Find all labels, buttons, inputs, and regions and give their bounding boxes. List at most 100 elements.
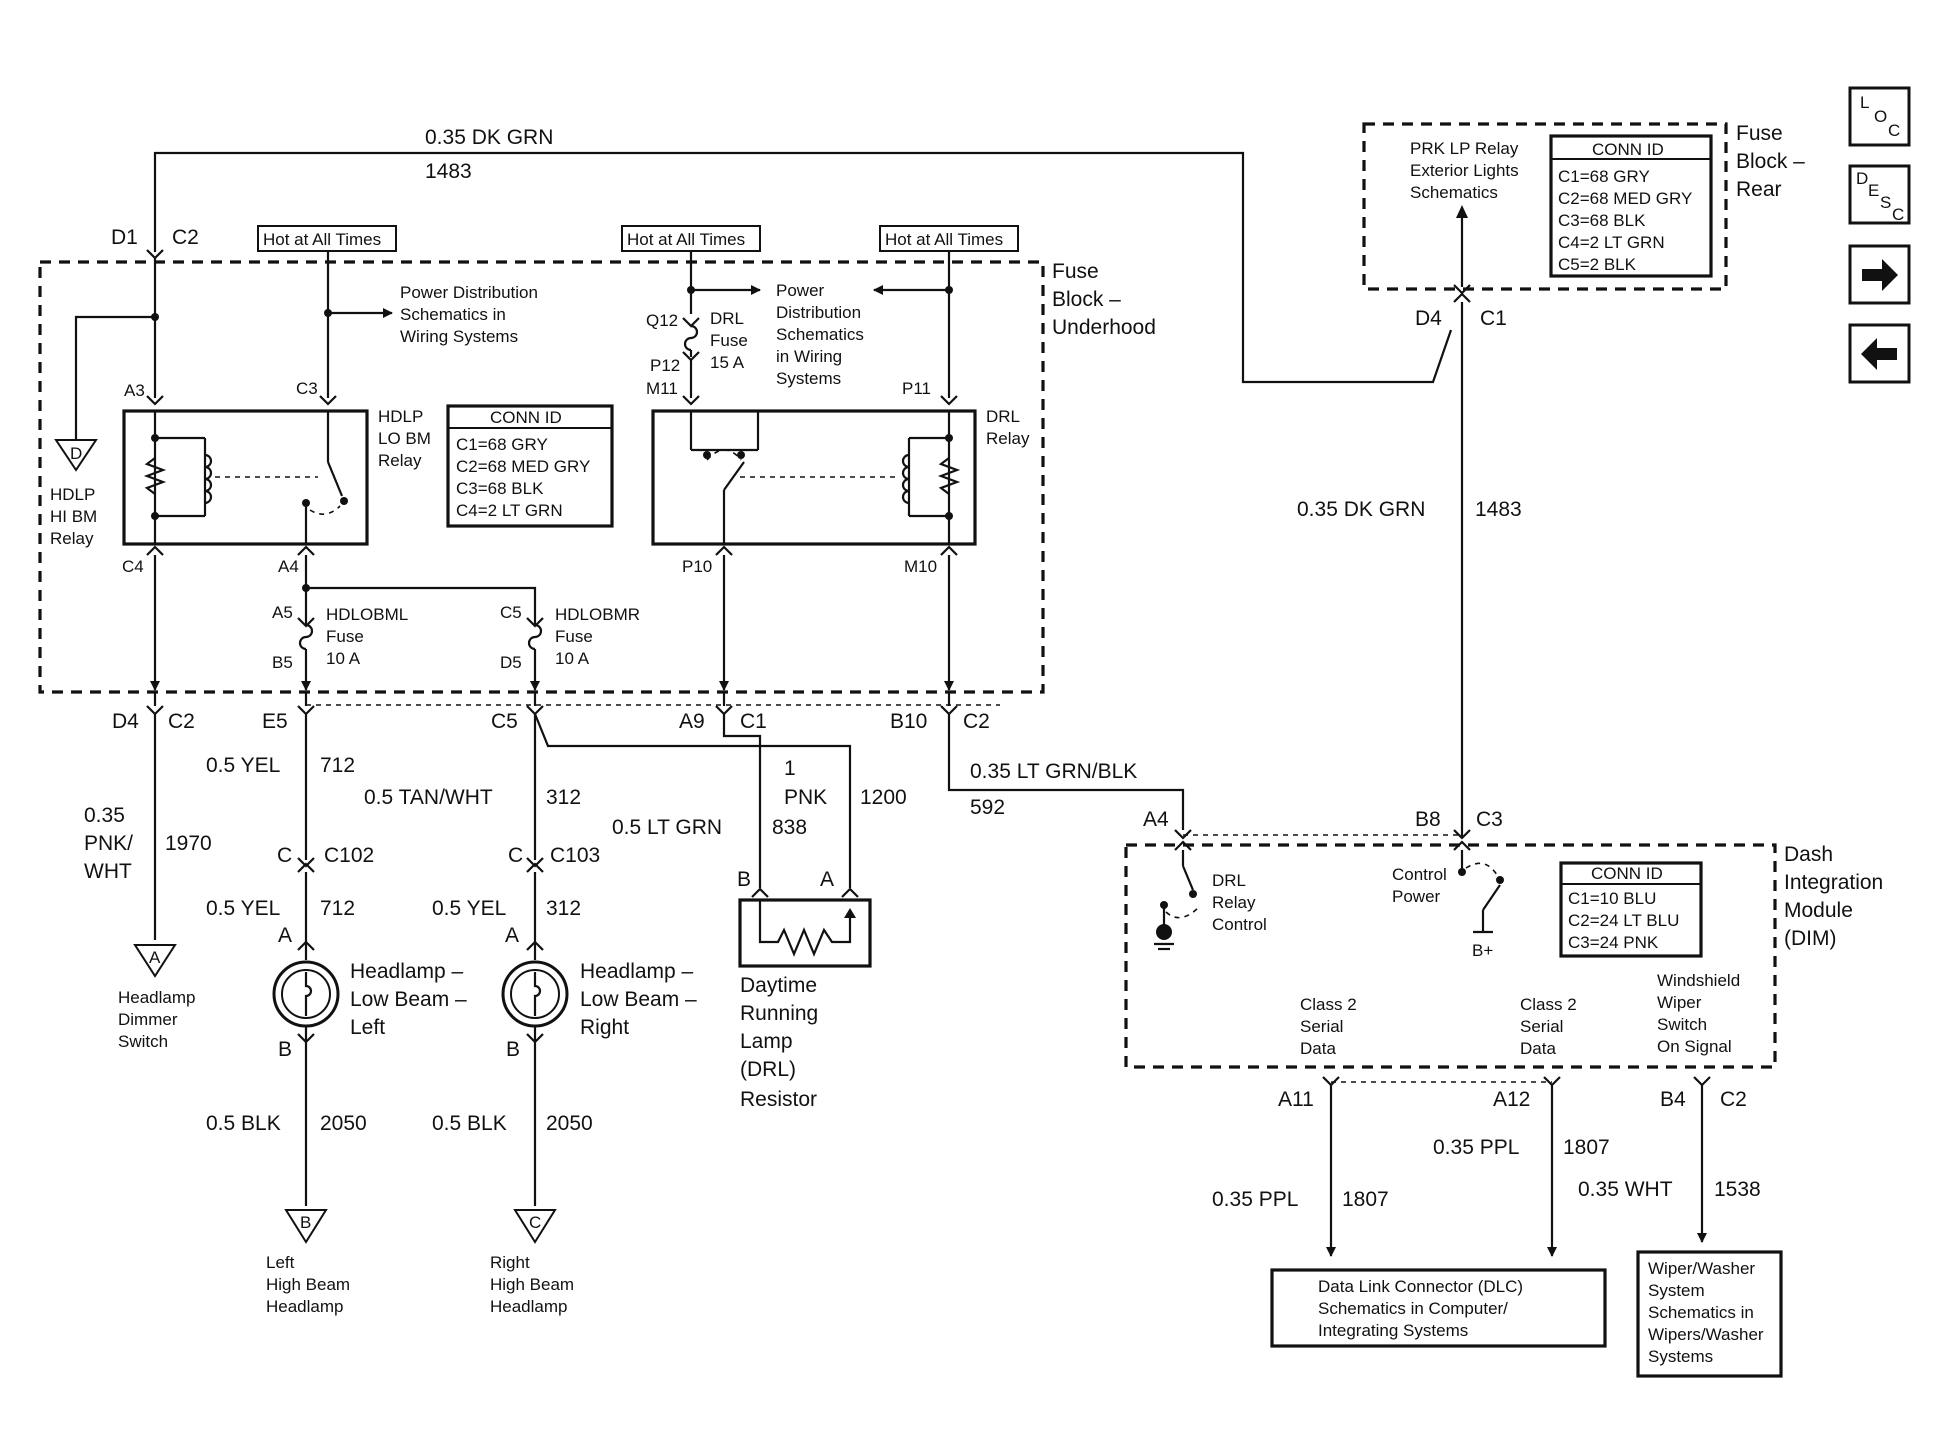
svg-text:B+: B+: [1472, 941, 1493, 960]
conn-b4: B4: [1660, 1088, 1686, 1111]
svg-text:Control: Control: [1212, 915, 1267, 934]
svg-text:Windshield: Windshield: [1657, 971, 1740, 990]
svg-text:Power: Power: [1392, 887, 1441, 906]
drl-relay-line1: DRL: [986, 407, 1020, 426]
svg-text:C4=2 LT GRN: C4=2 LT GRN: [456, 501, 563, 520]
hdlp-hi-line2: HI BM: [50, 507, 97, 526]
svg-text:0.5 LT GRN: 0.5 LT GRN: [612, 816, 722, 839]
svg-text:WHT: WHT: [84, 860, 132, 883]
fuse-r-line1: HDLOBMR: [555, 605, 640, 624]
svg-text:C3=68 BLK: C3=68 BLK: [1558, 211, 1646, 230]
svg-text:Switch: Switch: [118, 1032, 168, 1051]
fb-underhood-line2: Block –: [1052, 288, 1121, 311]
fuse-block-underhood: Fuse Block – Underhood: [38, 260, 1156, 694]
svg-text:DRL: DRL: [1212, 871, 1246, 890]
pin-c4: C4: [122, 557, 144, 576]
svg-text:Wiper/Washer: Wiper/Washer: [1648, 1259, 1755, 1278]
conn-d4-rear: D4: [1415, 307, 1442, 330]
drl-relay-line2: Relay: [986, 429, 1030, 448]
svg-text:Relay: Relay: [1212, 893, 1256, 912]
conn-b8: B8: [1415, 808, 1441, 831]
svg-text:0.35 LT GRN/BLK: 0.35 LT GRN/BLK: [970, 760, 1137, 783]
svg-text:Low Beam –: Low Beam –: [580, 988, 697, 1011]
svg-text:Headlamp –: Headlamp –: [580, 960, 694, 983]
arrow-right-icon: [1862, 259, 1898, 291]
conn-b10: B10: [890, 710, 927, 733]
svg-text:C4=2 LT GRN: C4=2 LT GRN: [1558, 233, 1665, 252]
svg-text:PNK: PNK: [784, 786, 827, 809]
svg-text:C1=68 GRY: C1=68 GRY: [1558, 167, 1650, 186]
conn-c1-b: C1: [740, 710, 767, 733]
conn-d4-a: D4: [112, 710, 139, 733]
hdlp-lo-line2: LO BM: [378, 429, 431, 448]
hdlp-lo-bm-section: D HDLP HI BM Relay A3 Power Distribution…: [50, 251, 640, 691]
svg-text:Schematics: Schematics: [1410, 183, 1498, 202]
pnk-wht-circuit: 0.35 PNK/ WHT 1970 A Headlamp Dimmer Swi…: [84, 714, 212, 1051]
svg-text:Switch: Switch: [1657, 1015, 1707, 1034]
lower-connectors: D4 C2 E5 C5 A9 C1 B10 C2: [112, 692, 1000, 733]
fuse-l-line3: 10 A: [326, 649, 361, 668]
hdlp-lo-line1: HDLP: [378, 407, 423, 426]
svg-text:A: A: [149, 948, 161, 967]
svg-text:Class 2: Class 2: [1520, 995, 1577, 1014]
next-button[interactable]: [1848, 244, 1911, 305]
svg-text:C2=68 MED GRY: C2=68 MED GRY: [1558, 189, 1692, 208]
fuse-block-rear: Fuse Block – Rear PRK LP Relay Exterior …: [1362, 122, 1805, 291]
svg-text:Daytime: Daytime: [740, 974, 817, 997]
svg-text:L: L: [1860, 93, 1869, 112]
svg-text:Hot at All Times: Hot at All Times: [627, 230, 745, 249]
svg-text:C102: C102: [324, 844, 374, 867]
loc-button[interactable]: L O C: [1848, 86, 1911, 147]
fb-underhood-line3: Underhood: [1052, 316, 1156, 339]
svg-text:C: C: [508, 844, 523, 867]
svg-text:1200: 1200: [860, 786, 907, 809]
drl-fuse-line3: 15 A: [710, 353, 745, 372]
pin-q12: Q12: [646, 311, 678, 330]
lt-grn-blk-circuit: 0.35 LT GRN/BLK 592: [947, 714, 1185, 830]
svg-text:C: C: [1888, 121, 1900, 140]
svg-text:0.5 TAN/WHT: 0.5 TAN/WHT: [364, 786, 493, 809]
top-wire: 0.35 DK GRN 1483: [153, 126, 1453, 384]
desc-button[interactable]: D E S C: [1848, 164, 1911, 225]
svg-text:CONN ID: CONN ID: [490, 408, 562, 427]
svg-text:0.35 PPL: 0.35 PPL: [1433, 1136, 1519, 1159]
svg-text:C103: C103: [550, 844, 600, 867]
pin-b5: B5: [272, 653, 293, 672]
svg-text:Lamp: Lamp: [740, 1030, 793, 1053]
svg-text:High Beam: High Beam: [266, 1275, 350, 1294]
drl-resistor: 0.5 LT GRN 838 1 PNK 1200 B A Daytime Ru…: [612, 757, 907, 1111]
prev-button[interactable]: [1848, 323, 1911, 384]
drl-fuse-line1: DRL: [710, 309, 744, 328]
pin-p11: P11: [902, 379, 931, 398]
svg-text:C: C: [1892, 205, 1904, 224]
pd-left-line3: Wiring Systems: [400, 327, 518, 346]
conn-a9: A9: [679, 710, 705, 733]
pd-right-line1: Power: [776, 281, 825, 300]
svg-text:0.35 PPL: 0.35 PPL: [1212, 1188, 1298, 1211]
pd-left-line1: Power Distribution: [400, 283, 538, 302]
svg-text:On Signal: On Signal: [1657, 1037, 1732, 1056]
svg-text:1538: 1538: [1714, 1178, 1761, 1201]
svg-text:High Beam: High Beam: [490, 1275, 574, 1294]
svg-text:S: S: [1880, 193, 1891, 212]
hdlp-lo-line3: Relay: [378, 451, 422, 470]
svg-text:C5=2 BLK: C5=2 BLK: [1558, 255, 1637, 274]
svg-text:0.5 BLK: 0.5 BLK: [432, 1112, 507, 1135]
hdlp-hi-line3: Relay: [50, 529, 94, 548]
svg-text:Hot at All Times: Hot at All Times: [263, 230, 381, 249]
wire-dk-grn-v: 0.35 DK GRN: [1297, 498, 1425, 521]
arrow-left-icon: [1861, 338, 1897, 370]
svg-text:0.35 WHT: 0.35 WHT: [1578, 1178, 1673, 1201]
svg-text:0.5 YEL: 0.5 YEL: [432, 897, 506, 920]
svg-text:CONN ID: CONN ID: [1591, 864, 1663, 883]
conn-c3-dim: C3: [1476, 808, 1503, 831]
svg-text:592: 592: [970, 796, 1005, 819]
svg-text:312: 312: [546, 897, 581, 920]
conn-d1: D1: [111, 226, 138, 249]
pin-a4: A4: [278, 557, 299, 576]
svg-text:Low Beam –: Low Beam –: [350, 988, 467, 1011]
svg-text:Integrating Systems: Integrating Systems: [1318, 1321, 1468, 1340]
pd-right-line3: Schematics: [776, 325, 864, 344]
svg-text:Data Link Connector (DLC): Data Link Connector (DLC): [1318, 1277, 1523, 1296]
svg-text:CONN ID: CONN ID: [1592, 140, 1664, 159]
